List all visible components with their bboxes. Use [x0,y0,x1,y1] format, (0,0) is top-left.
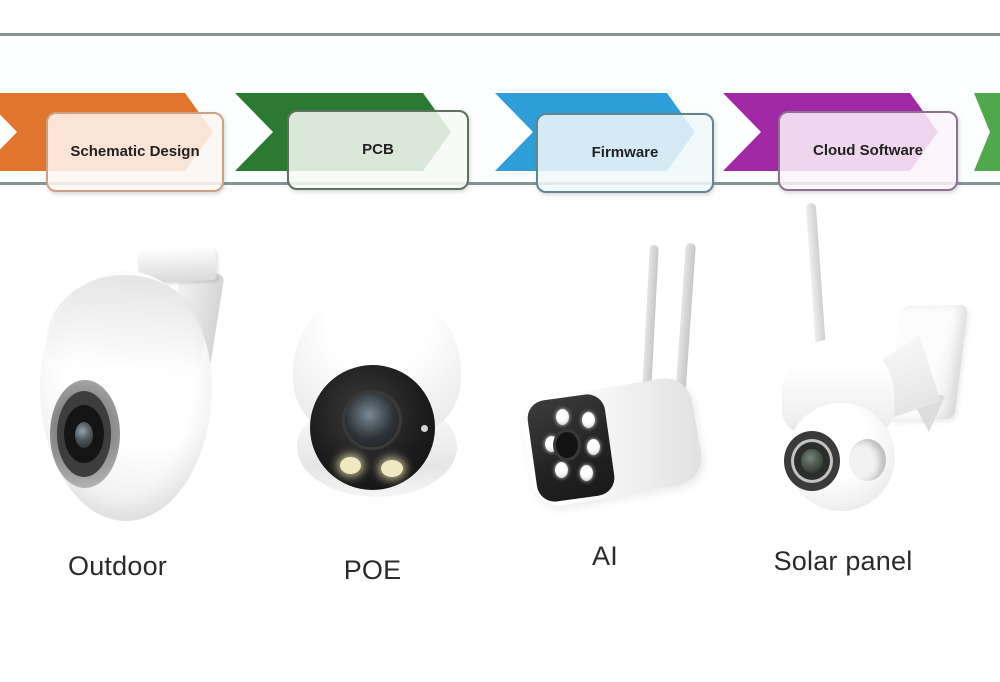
antenna [642,244,659,392]
step-label: Cloud Software [812,142,923,160]
step-label: Firmware [591,144,659,162]
chevron-arrow-next-icon [974,93,1000,171]
camera-lens [553,429,581,461]
status-dot [421,425,428,432]
lens-pupil [801,449,823,473]
product-label-ai: AI [592,541,618,571]
led-light [381,460,403,477]
led-light [580,465,593,481]
led-light [555,462,568,478]
led-light [340,457,361,474]
antenna [805,202,827,356]
product-label-solar-panel: Solar panel [773,546,913,576]
outdoor-camera-image [20,245,230,545]
product-label-poe: POE [343,555,402,585]
led-light [582,412,595,428]
secondary-lens-socket [849,439,886,481]
step-box-pcb: PCB [287,110,469,190]
step-box-schematic-design: Schematic Design [46,112,224,192]
lens-pupil [75,422,93,448]
led-light [556,409,569,425]
process-flow-banner: Schematic Design PCB Firmware Cloud Soft… [0,33,1000,193]
led-light [587,439,600,455]
poe-camera-image [280,285,475,520]
ai-camera-image [517,225,725,515]
step-label: Schematic Design [70,143,200,161]
camera-lens [342,390,402,450]
product-label-outdoor: Outdoor [68,551,167,581]
solar-panel-camera-image [765,195,990,520]
step-label: PCB [362,141,394,159]
step-box-cloud-software: Cloud Software [778,111,958,191]
step-box-firmware: Firmware [536,113,714,193]
